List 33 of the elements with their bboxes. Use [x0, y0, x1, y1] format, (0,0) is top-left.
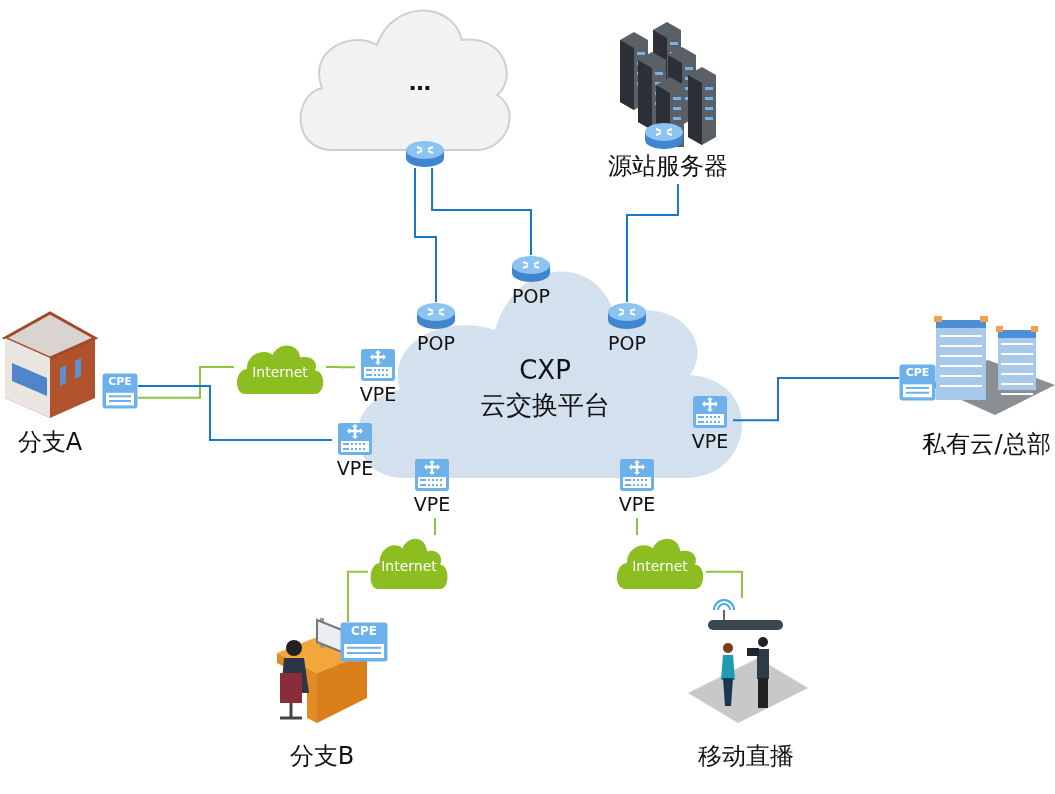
branch-label: 分支B — [288, 741, 356, 772]
cloud-label: Internet — [251, 363, 309, 380]
connector-line — [732, 377, 900, 422]
router-label: POP — [416, 332, 456, 354]
site-label: 私有云/总部 — [921, 429, 1052, 460]
connector-line — [705, 570, 743, 599]
server-label: 源站服务器 — [607, 151, 729, 182]
connector-line — [626, 183, 679, 303]
router-label: POP — [607, 332, 647, 354]
connector-line — [434, 517, 436, 536]
connector-line — [137, 365, 235, 399]
switch-label: VPE — [412, 493, 452, 515]
switch-label: VPE — [617, 493, 657, 515]
connector-line — [414, 167, 437, 303]
ellipsis-text: … — [408, 70, 432, 95]
connector-line — [347, 570, 369, 623]
connector-line — [137, 384, 333, 441]
device-label: CPE — [904, 365, 931, 379]
cloud-label: Internet — [380, 557, 438, 574]
router-label: POP — [511, 285, 551, 307]
platform-title: CXP — [518, 355, 572, 385]
cloud-label: Internet — [631, 557, 689, 574]
device-label: CPE — [107, 374, 133, 388]
site-label: 移动直播 — [696, 741, 795, 772]
connector-line — [431, 167, 532, 256]
switch-label: VPE — [690, 430, 730, 452]
switch-label: VPE — [335, 457, 375, 479]
platform-name: 云交换平台 — [479, 389, 611, 422]
device-label: CPE — [350, 624, 378, 638]
connector-line — [636, 517, 638, 536]
switch-label: VPE — [358, 383, 398, 405]
branch-label: 分支A — [16, 427, 84, 458]
connector-line — [325, 365, 356, 369]
